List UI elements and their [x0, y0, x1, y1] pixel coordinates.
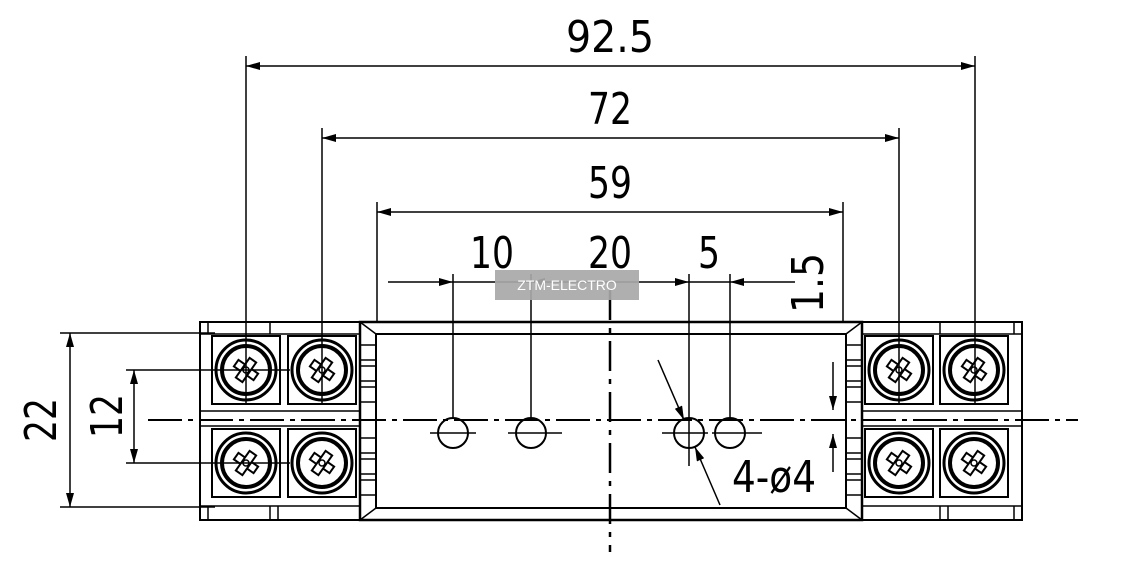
- screw-terminal-icon: [863, 427, 935, 499]
- mounting-holes: [430, 417, 762, 449]
- screw-terminal-icon: [938, 334, 1010, 406]
- extension-lines: [60, 56, 976, 508]
- dimension-labels: 92.5 72 59 10 20 5 1.5 22 12 4-ø4: [16, 12, 834, 503]
- mounting-hole: [662, 417, 708, 449]
- dim-overall-width: 92.5: [566, 12, 654, 63]
- dim-hole-callout: 4-ø4: [732, 452, 816, 503]
- dim-hole-offset: 1.5: [783, 253, 834, 313]
- dim-hole-spacing-right: 5: [698, 228, 720, 279]
- dim-body-width: 59: [588, 158, 632, 209]
- screw-terminal-icon: [286, 427, 358, 499]
- dim-terminal-row-pitch: 12: [82, 394, 133, 438]
- mounting-hole: [430, 417, 476, 449]
- dim-terminal-pitch: 72: [588, 84, 632, 135]
- mounting-hole: [712, 417, 762, 449]
- dimension-lines: [66, 62, 975, 507]
- screw-terminal-icon: [938, 427, 1010, 499]
- watermark-text: ZTM-ELECTRO: [517, 277, 617, 293]
- watermark: ZTM-ELECTRO: [495, 270, 639, 300]
- center-lines: [148, 290, 1078, 552]
- dim-overall-height: 22: [16, 398, 67, 442]
- mounting-hole: [508, 417, 562, 449]
